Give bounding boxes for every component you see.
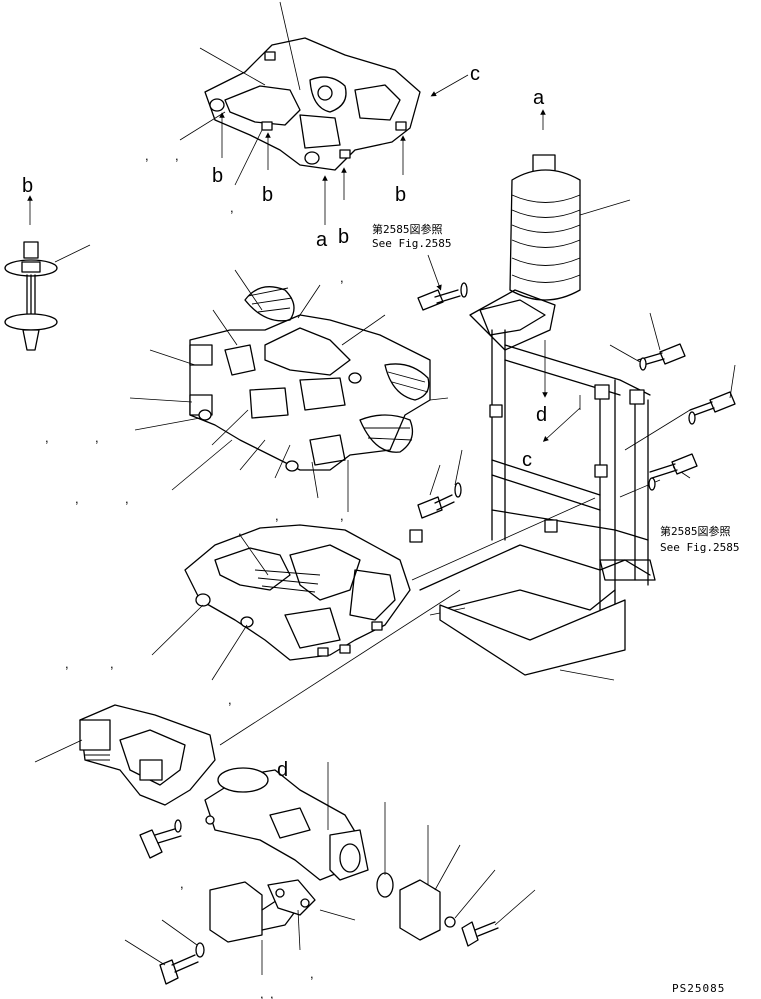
svg-text:,: ,: [45, 430, 49, 445]
valve-assembly: [189, 286, 431, 472]
svg-text:,: ,: [260, 986, 264, 999]
drawing-code: PS25085: [672, 982, 725, 995]
label-b-4: b: [395, 184, 406, 206]
label-b-cushion: b: [22, 175, 33, 197]
reference-en-1: See Fig.2585: [372, 237, 451, 250]
support-stand: [409, 289, 656, 681]
center-joint: [479, 109, 631, 398]
svg-text:,: ,: [275, 508, 279, 523]
reference-jp-2: 第2585図参照: [660, 524, 731, 538]
upper-frame: [204, 37, 421, 171]
svg-text:,: ,: [340, 508, 344, 523]
reference-en-2: See Fig.2585: [660, 541, 739, 554]
label-b-3: b: [338, 226, 349, 248]
svg-text:,: ,: [340, 270, 344, 285]
svg-text:,: ,: [180, 876, 184, 891]
tick-marks: , , , , , , , , , , , , , , , , , ,: [45, 148, 344, 999]
valve-assembly-leaders: [129, 269, 449, 512]
upper-frame-leaders: [179, 1, 469, 225]
reference-jp-1: 第2585図参照: [372, 222, 443, 236]
svg-text:,: ,: [95, 430, 99, 445]
label-b-2: b: [262, 184, 273, 206]
svg-text:,: ,: [125, 491, 129, 506]
svg-text:,: ,: [175, 148, 179, 163]
label-a-top: a: [533, 87, 545, 109]
stand-leaders: [542, 395, 691, 498]
label-c-top: c: [470, 63, 480, 85]
label-c-2: c: [522, 449, 532, 471]
label-a-2: a: [316, 229, 328, 251]
label-d-1: d: [536, 404, 547, 426]
bottom-parts: [124, 825, 536, 985]
svg-text:,: ,: [228, 692, 232, 707]
cushion-mount: [4, 195, 91, 351]
svg-text:,: ,: [145, 148, 149, 163]
callout-labels: c a b b a b b b d c d: [22, 63, 547, 781]
svg-text:,: ,: [110, 656, 114, 671]
svg-text:,: ,: [230, 200, 234, 215]
lower-frame-leaders: [151, 497, 596, 746]
bottom-housing: [139, 762, 394, 898]
bolts-right: [417, 254, 736, 519]
svg-text:,: ,: [65, 656, 69, 671]
svg-text:,: ,: [270, 986, 274, 999]
label-d-2: d: [277, 759, 288, 781]
reference-notes: 第2585図参照 See Fig.2585 第2585図参照 See Fig.2…: [372, 222, 739, 554]
lower-frame: [184, 524, 411, 661]
svg-text:,: ,: [238, 523, 242, 538]
svg-text:,: ,: [310, 966, 314, 981]
switch-bracket: [34, 704, 216, 806]
svg-text:,: ,: [75, 491, 79, 506]
label-b-1: b: [212, 165, 223, 187]
